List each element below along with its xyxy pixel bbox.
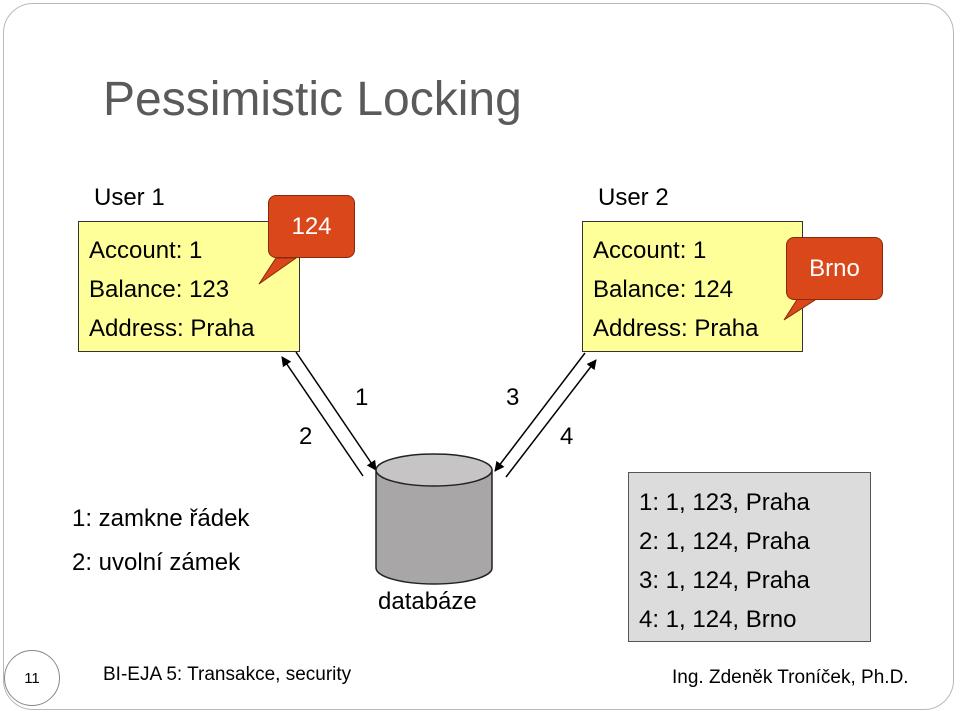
user2-balance: Balance: 124 [593,276,734,303]
slide-title: Pessimistic Locking [103,73,522,126]
page-number: 11 [4,650,60,706]
database-label: databáze [378,588,477,615]
user1-address: Address: Praha [89,315,255,342]
footer-course: BI-EJA 5: Transakce, security [103,664,352,685]
user1-record: Account: 1 Balance: 123 Address: Praha [78,221,300,352]
step-3-label: 3 [506,384,520,411]
user2-record: Account: 1 Balance: 124 Address: Praha [582,221,803,352]
log-entry: 3: 1, 124, Praha [639,567,810,594]
user1-balance: Balance: 123 [89,276,230,303]
arrow-4-db-to-user2 [505,359,597,478]
arrow-1-user1-to-db [295,351,377,471]
user1-label: User 1 [94,184,165,211]
log-entry: 4: 1, 124, Brno [639,606,797,633]
legend-lock: 1: zamkne řádek [72,505,250,532]
slide-frame [3,3,954,710]
footer-author: Ing. Zdeněk Troníček, Ph.D. [672,667,909,688]
user1-callout: 124 [268,195,355,258]
step-2-label: 2 [299,423,313,450]
user2-account: Account: 1 [593,237,707,264]
step-1-label: 1 [355,384,369,411]
database-icon [375,453,493,585]
user2-address: Address: Praha [593,315,759,342]
arrow-3-user2-to-db [494,352,586,472]
step-4-label: 4 [560,423,574,450]
arrow-2-db-to-user1 [281,356,364,477]
log-entry: 2: 1, 124, Praha [639,528,810,555]
user2-callout: Brno [786,237,883,300]
user1-account: Account: 1 [89,237,203,264]
user2-label: User 2 [598,184,669,211]
log-entry: 1: 1, 123, Praha [639,489,810,516]
state-log: 1: 1, 123, Praha 2: 1, 124, Praha 3: 1, … [628,472,871,642]
legend-unlock: 2: uvolní zámek [72,549,241,576]
